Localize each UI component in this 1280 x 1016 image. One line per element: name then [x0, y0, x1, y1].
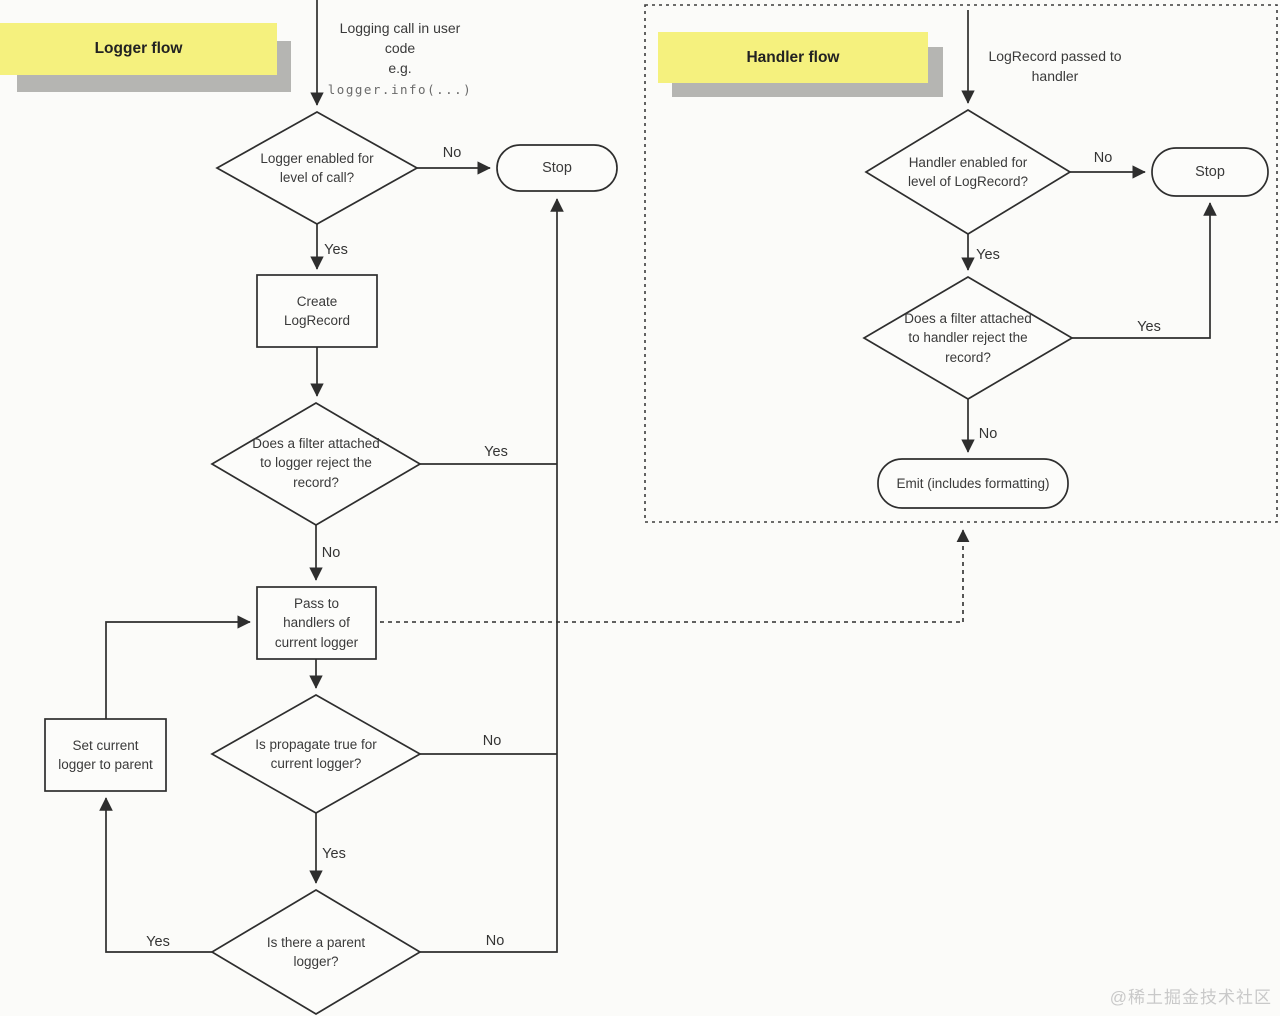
- process-pass-to-handlers-text: Pass to handlers of current logger: [274, 596, 359, 650]
- process-create-logrecord: [256, 274, 378, 348]
- logger-start-text: Logging call in user code e.g.: [339, 20, 461, 76]
- terminator-logger-stop: [496, 144, 618, 192]
- label-hfilter-yes: Yes: [1137, 319, 1161, 335]
- label-henabled-yes: Yes: [976, 247, 1000, 263]
- terminator-handler-stop: [1151, 147, 1269, 197]
- decision-handler-enabled: [864, 109, 1072, 235]
- label-propagate-yes: Yes: [322, 846, 346, 862]
- label-parent-no: No: [485, 933, 505, 949]
- label-filter-no: No: [321, 545, 341, 561]
- terminator-emit: [877, 458, 1069, 509]
- decision-logger-filter-text: Does a filter attached to logger reject …: [252, 436, 380, 490]
- decision-parent-logger: [210, 889, 422, 1015]
- process-set-current-logger: [44, 718, 167, 792]
- watermark: @稀土掘金技术社区: [1109, 987, 1272, 1007]
- decision-logger-enabled: [215, 111, 419, 225]
- logger-flow-sticky: [0, 23, 277, 75]
- edge-parent-no-to-stop: [420, 198, 564, 953]
- edge-parent-yes-to-setparent: [99, 797, 212, 953]
- handler-flow-sticky: [658, 32, 928, 83]
- decision-handler-filter: [862, 276, 1074, 400]
- terminator-logger-stop-text: Stop: [542, 159, 572, 176]
- decision-logger-enabled-text: Logger enabled for level of call?: [260, 150, 374, 185]
- handler-flow-boundary: [644, 4, 1278, 523]
- label-enabled-no: No: [442, 145, 462, 161]
- label-filter-yes: Yes: [484, 444, 508, 460]
- logger-flow-title: Logger flow: [94, 40, 183, 57]
- decision-propagate: [210, 694, 422, 814]
- decision-logger-filter: [210, 402, 422, 526]
- handler-start-text: LogRecord passed to handler: [988, 48, 1122, 84]
- label-parent-yes: Yes: [146, 934, 170, 950]
- label-henabled-no: No: [1093, 150, 1113, 166]
- logger-start-code: logger.info(...): [327, 82, 473, 98]
- decision-propagate-text: Is propagate true for current logger?: [255, 736, 377, 771]
- edge-hfilter-yes-to-hstop: [1072, 202, 1217, 339]
- terminator-handler-stop-text: Stop: [1195, 163, 1225, 180]
- decision-parent-logger-text: Is there a parent logger?: [266, 934, 366, 969]
- process-pass-to-handlers: [256, 586, 377, 660]
- label-hfilter-no: No: [978, 426, 998, 442]
- process-set-current-logger-text: Set current logger to parent: [58, 737, 153, 772]
- decision-handler-filter-text: Does a filter attached to handler reject…: [904, 311, 1032, 365]
- process-create-logrecord-text: Create LogRecord: [283, 293, 351, 328]
- edge-setparent-to-pass: [105, 615, 251, 719]
- handler-flow-title: Handler flow: [746, 48, 840, 66]
- label-propagate-no: No: [482, 733, 502, 749]
- terminator-emit-text: Emit (includes formatting): [896, 475, 1050, 491]
- label-enabled-yes: Yes: [324, 242, 348, 258]
- decision-handler-enabled-text: Handler enabled for level of LogRecord?: [907, 154, 1029, 189]
